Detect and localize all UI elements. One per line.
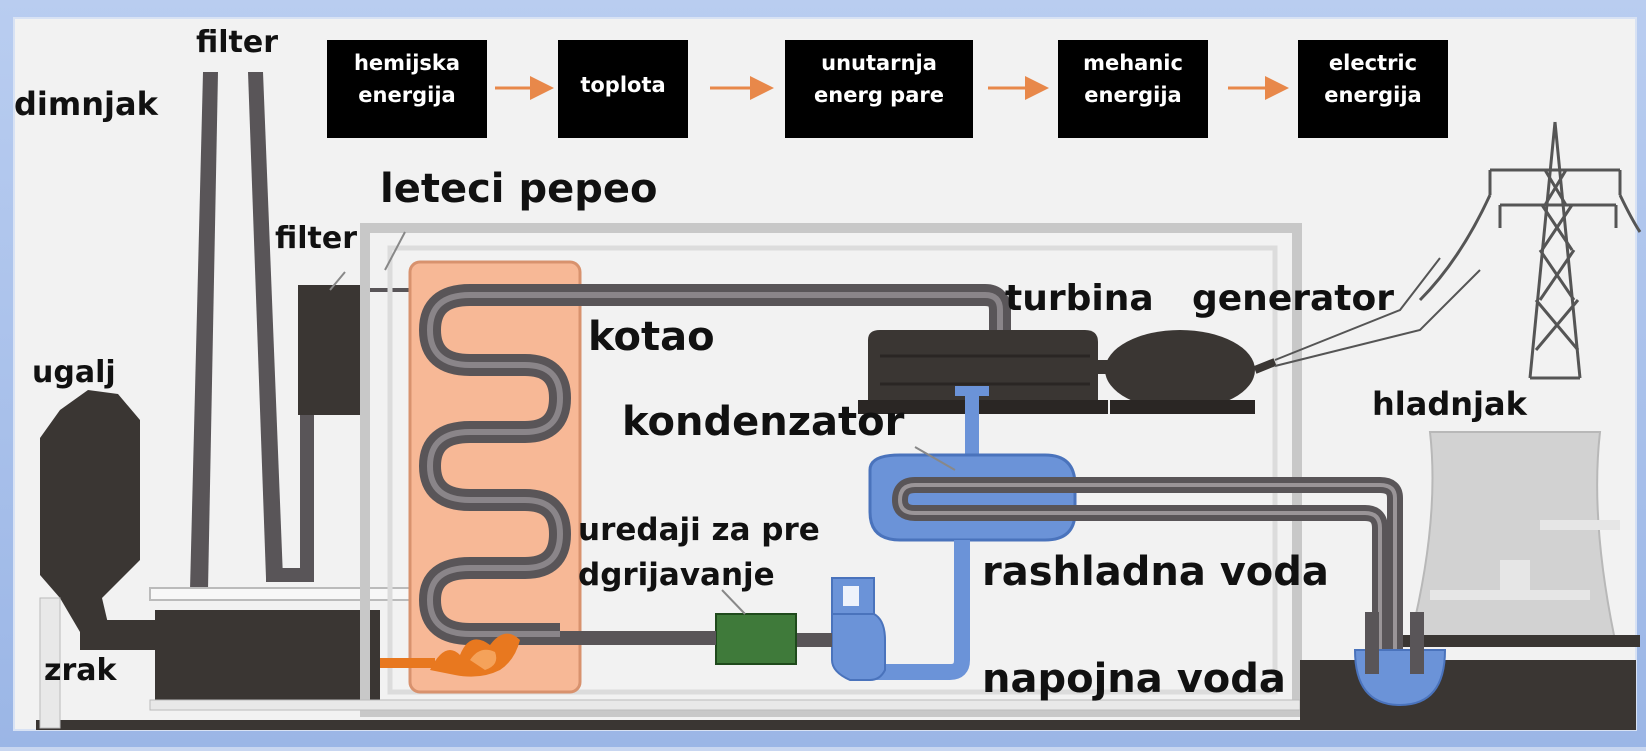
chain-box-internal-line1: unutarnja	[821, 51, 937, 75]
chain-box-mechanic	[1058, 40, 1208, 138]
chain-box-internal	[785, 40, 973, 138]
label-cooling-tower: hladnjak	[1372, 385, 1528, 423]
chimney-stack-right	[248, 72, 283, 578]
process-chain: hemijska energija toplota unutarnja ener…	[327, 40, 1448, 138]
label-filter-top: filter	[196, 25, 278, 60]
power-line-1	[1274, 257, 1441, 361]
chain-box-electric	[1298, 40, 1448, 138]
chain-box-chemical-line1: hemijska	[354, 51, 460, 75]
label-filter-mid: filter	[275, 221, 357, 256]
label-fly-ash: leteci pepeo	[380, 166, 657, 212]
chain-box-heat	[558, 40, 688, 138]
boiler	[380, 260, 582, 694]
chain-box-chemical-line2: energija	[358, 83, 455, 107]
preheater	[715, 613, 797, 665]
chain-box-electric-line2: energija	[1324, 83, 1421, 107]
flame-icon	[380, 633, 520, 677]
label-preheater-line2: dgrijavanje	[578, 557, 775, 593]
cooling-water-basin	[1300, 612, 1636, 720]
chain-box-mechanic-line2: energija	[1084, 83, 1181, 107]
label-condenser: kondenzator	[622, 399, 905, 445]
power-line-2	[1274, 269, 1481, 367]
turbine	[858, 330, 1108, 414]
label-preheater-line1: uredaji za pre	[578, 512, 820, 548]
leader-condenser	[914, 446, 956, 471]
label-generator: generator	[1192, 278, 1394, 319]
plant-building-outline	[360, 223, 1302, 717]
fly-ash-filter	[298, 285, 370, 415]
label-cooling-water: rashladna voda	[982, 549, 1329, 595]
leader-fly-ash	[384, 231, 406, 271]
chimney-stack-left	[190, 72, 218, 590]
generator	[1105, 330, 1277, 414]
ground-strip	[36, 720, 1636, 730]
chain-box-internal-line2: energ pare	[814, 83, 944, 107]
leader-filter	[329, 271, 346, 291]
cooling-tower	[1395, 431, 1640, 647]
condenser	[868, 386, 1403, 680]
leader-preheater	[721, 589, 746, 615]
chain-box-chemical	[327, 40, 487, 138]
chain-box-heat-line1: toplota	[580, 73, 665, 97]
chain-box-electric-line1: electric	[1329, 51, 1417, 75]
label-chimney: dimnjak	[14, 85, 159, 123]
label-coal: ugalj	[32, 355, 116, 390]
chain-box-mechanic-line1: mehanic	[1083, 51, 1183, 75]
furnace-base	[155, 610, 380, 700]
label-air: zrak	[44, 653, 118, 688]
label-feed-water: napojna voda	[982, 656, 1286, 702]
transmission-tower-icon	[1418, 121, 1642, 380]
chimney	[190, 72, 314, 590]
feed-pump	[831, 577, 886, 681]
label-boiler: kotao	[588, 314, 715, 360]
label-turbine: turbina	[1005, 278, 1154, 319]
